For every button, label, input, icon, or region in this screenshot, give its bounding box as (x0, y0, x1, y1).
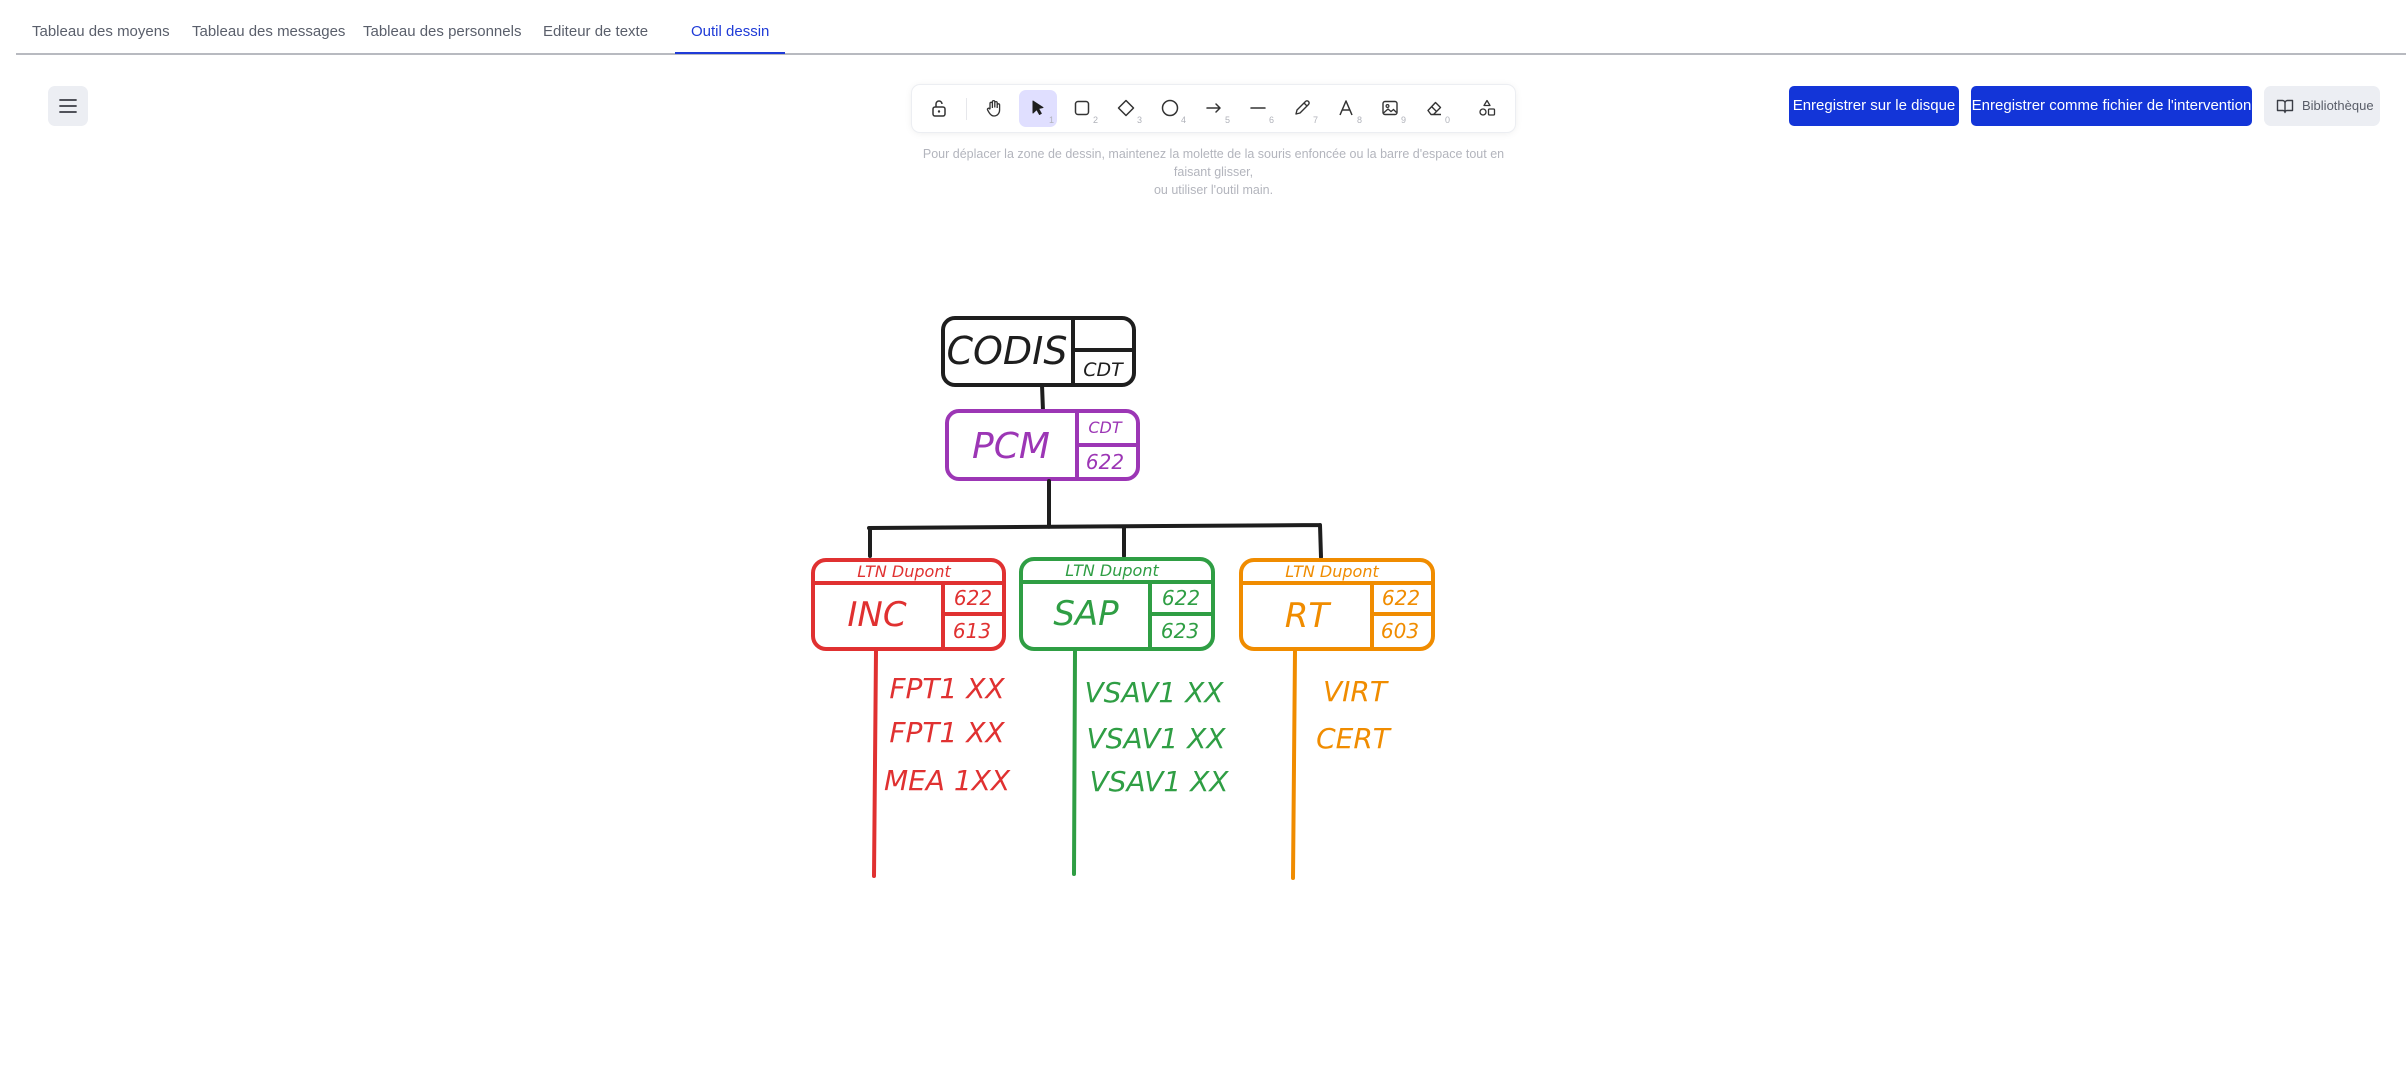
image-tool[interactable]: 9 (1371, 90, 1409, 127)
shortcut-key: 6 (1268, 115, 1274, 125)
shortcut-key: 4 (1180, 115, 1186, 125)
codis-bottom-label: CDT (1083, 359, 1124, 381)
sap-item-1: VSAV1 XX (1085, 676, 1225, 709)
shortcut-key: 2 (1092, 115, 1098, 125)
rectangle-icon (1074, 100, 1090, 116)
sap-top-label: 622 (1162, 586, 1200, 610)
eraser-tool[interactable]: 0 (1415, 90, 1453, 127)
tab-editeur-de-texte[interactable]: Editeur de texte (543, 23, 649, 40)
inc-item-3: MEA 1XX (884, 764, 1011, 797)
shortcut-key: 0 (1444, 115, 1450, 125)
shortcut-key: 5 (1224, 115, 1230, 125)
inc-stem (872, 649, 878, 878)
hint-line-1: Pour déplacer la zone de dessin, mainten… (922, 147, 1505, 179)
rectangle-tool[interactable]: 2 (1063, 90, 1101, 127)
rt-box[interactable]: LTN Dupont RT 622 603 (1239, 558, 1435, 651)
sap-dividers (1021, 580, 1213, 649)
selection-tool[interactable]: 1 (1019, 90, 1057, 127)
shortcut-key: 1 (1048, 115, 1054, 125)
arrow-icon (1206, 103, 1221, 113)
diamond-icon (1117, 99, 1135, 117)
tab-tableau-des-personnels[interactable]: Tableau des personnels (363, 23, 522, 40)
hamburger-icon (59, 99, 77, 113)
sap-bottom-label: 623 (1161, 619, 1199, 643)
pcm-title: PCM (972, 426, 1050, 467)
toolbar-divider (966, 98, 967, 120)
rt-stem (1291, 649, 1297, 880)
inc-box[interactable]: LTN Dupont INC 622 613 (811, 558, 1006, 651)
codis-box[interactable]: CODIS CDT (941, 316, 1136, 387)
ellipse-icon (1161, 99, 1179, 117)
hand-icon (986, 100, 1001, 117)
inc-dividers (813, 581, 1004, 649)
shortcut-key: 8 (1356, 115, 1362, 125)
line-tool[interactable]: 6 (1239, 90, 1277, 127)
sap-title: SAP (1053, 594, 1119, 634)
library-button[interactable]: Bibliothèque (2264, 86, 2380, 126)
eraser-icon (1427, 101, 1442, 116)
pcm-bottom-label: 622 (1086, 450, 1124, 474)
inc-item-1: FPT1 XX (889, 672, 1005, 705)
canvas-navigation-hint: Pour déplacer la zone de dessin, mainten… (912, 145, 1515, 199)
sap-item-2: VSAV1 XX (1087, 722, 1227, 755)
pcm-dividers (1075, 411, 1139, 479)
inc-top-label: 622 (954, 586, 992, 610)
book-icon (2276, 99, 2294, 114)
sap-header: LTN Dupont (1065, 561, 1159, 580)
shapes-icon (1479, 99, 1496, 116)
save-to-disk-button[interactable]: Enregistrer sur le disque (1789, 86, 1959, 126)
lock-open-icon (932, 100, 946, 117)
tab-bar: Tableau des moyens Tableau des messages … (16, 0, 2406, 55)
ellipse-tool[interactable]: 4 (1151, 90, 1189, 127)
library-label: Bibliothèque (2302, 98, 2374, 113)
rt-bottom-label: 603 (1381, 619, 1419, 643)
inc-header: LTN Dupont (857, 562, 951, 581)
rt-item-2: CERT (1316, 722, 1392, 755)
drawing-toolbar: 1 2 3 4 5 6 7 (912, 85, 1515, 132)
pencil-icon (1295, 100, 1310, 115)
codis-dividers (1071, 318, 1135, 385)
save-intervention-button[interactable]: Enregistrer comme fichier de l'intervent… (1971, 86, 2252, 126)
hint-line-2: ou utiliser l'outil main. (1153, 183, 1274, 197)
tab-tableau-des-messages[interactable]: Tableau des messages (192, 23, 346, 40)
sap-item-3: VSAV1 XX (1090, 765, 1230, 798)
arrow-tool[interactable]: 5 (1195, 90, 1233, 127)
image-icon (1382, 100, 1398, 116)
lock-tool[interactable] (920, 90, 958, 127)
hand-tool[interactable] (975, 90, 1013, 127)
shortcut-key: 7 (1312, 115, 1318, 125)
text-tool[interactable]: 8 (1327, 90, 1365, 127)
rt-top-label: 622 (1382, 586, 1420, 610)
rt-dividers (1241, 581, 1433, 649)
pcm-box[interactable]: PCM CDT 622 (945, 409, 1140, 481)
inc-bottom-label: 613 (953, 619, 991, 643)
rt-item-1: VIRT (1323, 675, 1389, 708)
pointer-icon (1032, 100, 1044, 115)
tab-outil-dessin[interactable]: Outil dessin (675, 0, 786, 54)
inc-frame (811, 558, 1006, 651)
sap-stem (1072, 649, 1077, 876)
diamond-tool[interactable]: 3 (1107, 90, 1145, 127)
pcm-top-label: CDT (1088, 418, 1122, 437)
inc-item-2: FPT1 XX (889, 716, 1005, 749)
connector-codis-pcm (1040, 383, 1045, 413)
text-icon (1339, 100, 1353, 116)
rt-frame (1239, 558, 1435, 651)
main-menu-button[interactable] (48, 86, 88, 126)
inc-title: INC (847, 595, 906, 635)
shortcut-key: 9 (1400, 115, 1406, 125)
sap-frame (1019, 557, 1215, 651)
pencil-tool[interactable]: 7 (1283, 90, 1321, 127)
rt-header: LTN Dupont (1285, 562, 1379, 581)
tab-tableau-des-moyens[interactable]: Tableau des moyens (32, 23, 170, 40)
line-icon (1250, 107, 1266, 109)
shortcut-key: 3 (1136, 115, 1142, 125)
codis-title: CODIS (946, 329, 1067, 373)
tree-connectors (867, 479, 1323, 559)
sap-box[interactable]: LTN Dupont SAP 622 623 (1019, 557, 1215, 651)
more-shapes-tool[interactable] (1468, 90, 1506, 127)
rt-title: RT (1285, 596, 1332, 636)
